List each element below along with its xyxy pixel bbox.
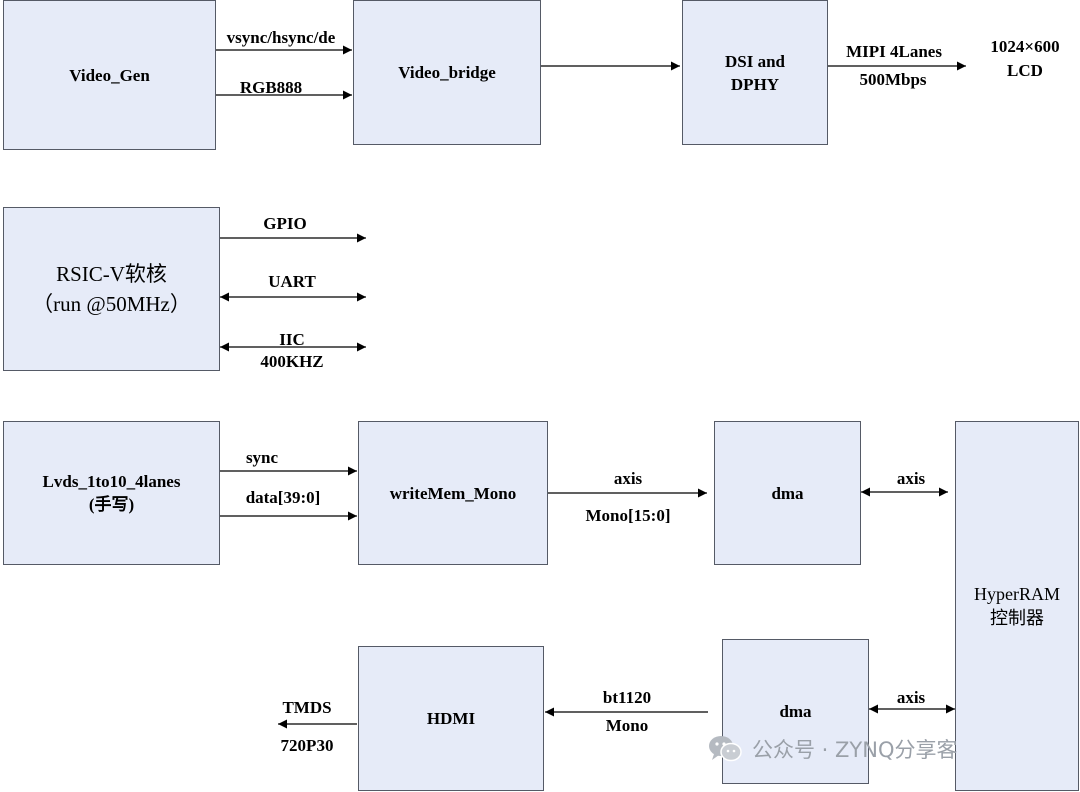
video-bridge-block: Video_bridge: [353, 0, 541, 145]
dsi-label-line2: DPHY: [730, 74, 780, 94]
hyperram-label-line2: 控制器: [990, 608, 1044, 628]
label-axis-top: axis: [896, 469, 926, 488]
dma-bottom-label: dma: [779, 702, 812, 721]
lcd-label-line1: 1024×600: [990, 37, 1060, 56]
label-tmds-line1: TMDS: [282, 698, 332, 717]
watermark-text: 公众号 · ZYNQ分享客: [752, 738, 958, 762]
label-rgb888: RGB888: [239, 78, 303, 97]
label-uart: UART: [268, 272, 316, 291]
hyperram-label-line1: HyperRAM: [974, 584, 1060, 604]
label-iic-line1: IIC: [279, 330, 305, 349]
riscv-core-block: RSIC-V软核 （run @50MHz）: [3, 207, 220, 371]
hyperram-block: HyperRAM 控制器: [955, 421, 1079, 791]
dma-bottom-block: dma: [722, 639, 869, 784]
watermark: 公众号 · ZYNQ分享客: [708, 732, 957, 766]
label-data: data[39:0]: [245, 488, 321, 507]
hdmi-block: HDMI: [358, 646, 544, 791]
label-vsync: vsync/hsync/de: [226, 28, 336, 47]
label-mipi-line2: 500Mbps: [859, 70, 927, 89]
label-iic-line2: 400KHZ: [260, 352, 324, 371]
writemem-block: writeMem_Mono: [358, 421, 548, 565]
label-mipi-line1: MIPI 4Lanes: [846, 42, 942, 61]
label-gpio: GPIO: [263, 214, 307, 233]
lcd-label-line2: LCD: [1007, 61, 1043, 80]
dma-top-block: dma: [714, 421, 861, 565]
lvds-block: Lvds_1to10_4lanes (手写): [3, 421, 220, 565]
label-axis-bottom: axis: [896, 688, 926, 707]
label-bt1120: bt1120: [602, 688, 652, 707]
video-bridge-label: Video_bridge: [398, 63, 496, 82]
lvds-label-line2: (手写): [88, 495, 135, 514]
riscv-label-line2: （run @50MHz）: [32, 292, 191, 316]
label-mono-bus: Mono[15:0]: [585, 506, 671, 525]
label-axis-mid: axis: [613, 469, 643, 488]
label-mono: Mono: [605, 716, 649, 735]
dma-top-label: dma: [771, 483, 804, 503]
wechat-icon: [709, 736, 742, 762]
video-gen-label: Video_Gen: [69, 65, 150, 85]
riscv-label-line1: RSIC-V软核: [56, 262, 167, 286]
video-gen-block: Video_Gen: [3, 0, 216, 150]
label-tmds-line2: 720P30: [280, 736, 334, 755]
dsi-label-line1: DSI and: [724, 51, 785, 71]
writemem-label: writeMem_Mono: [389, 483, 517, 503]
lvds-label-line1: Lvds_1to10_4lanes: [42, 472, 181, 491]
hdmi-label: HDMI: [426, 709, 476, 728]
dsi-dphy-block: DSI and DPHY: [682, 0, 828, 145]
label-sync: sync: [245, 448, 279, 467]
